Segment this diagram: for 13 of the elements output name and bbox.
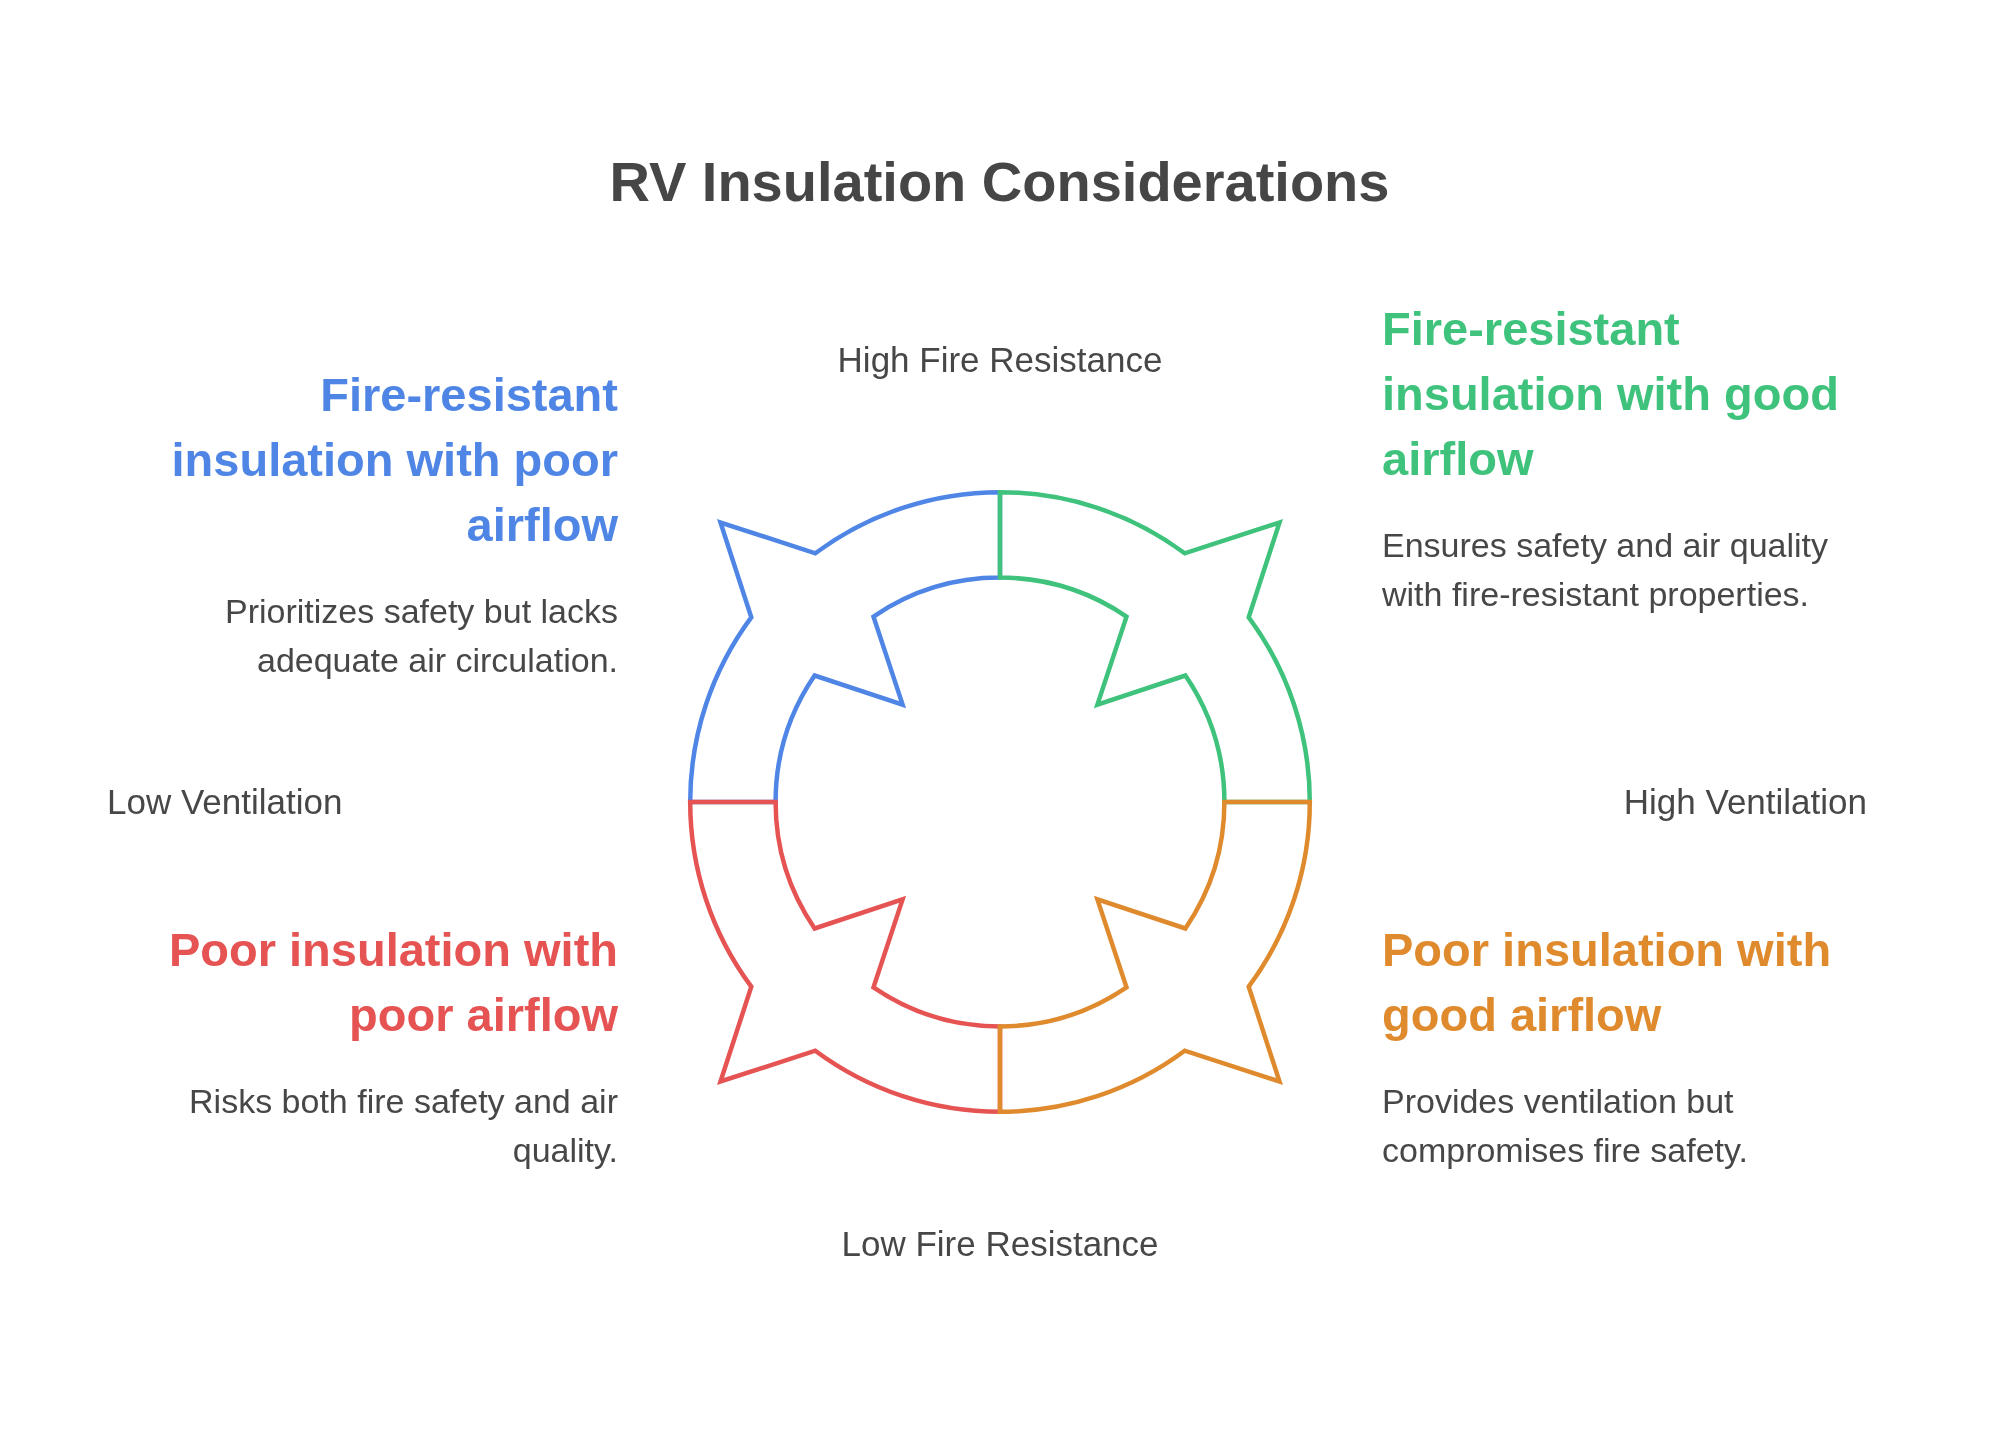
- quadrant-description: Prioritizes safety but lacks adequate air circulation.: [223, 591, 618, 681]
- title: RV Insulation Considerations: [608, 149, 1391, 215]
- quadrant-heading: Poor insulation with good airflow: [1382, 922, 1833, 1043]
- quadrant-heading: Poor insulation with poor airflow: [167, 922, 618, 1043]
- quadrant-heading: Fire-resistant insulation with good airflow: [1382, 301, 1840, 487]
- axis-label: Low Fire Resistance: [840, 1223, 1160, 1265]
- axis-label: High Fire Resistance: [836, 339, 1164, 381]
- quadrant-description: Risks both fire safety and air quality.: [188, 1081, 618, 1171]
- axis-label: Low Ventilation: [107, 781, 343, 823]
- axis-label: High Ventilation: [1623, 781, 1867, 823]
- quadrant-description: Provides ventilation but compromises fire safety.: [1382, 1081, 1749, 1171]
- quadrant-description: Ensures safety and air quality with fire-resistant properties.: [1382, 525, 1830, 615]
- quadrant-heading: Fire-resistant insulation with poor airflow: [170, 367, 618, 553]
